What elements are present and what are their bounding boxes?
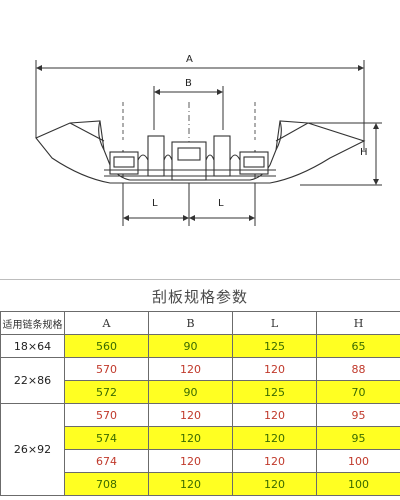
value-A: 572 <box>64 380 149 404</box>
value-L: 120 <box>232 403 317 427</box>
table-row: 18×64 560 90 125 65 <box>0 334 400 358</box>
header-A: A <box>64 311 149 335</box>
value-A: 560 <box>64 334 149 358</box>
chain-spec-cell: 22×86 <box>0 357 65 404</box>
value-L: 120 <box>232 426 317 450</box>
value-L: 120 <box>232 449 317 473</box>
dim-label-A: A <box>186 54 193 65</box>
value-L: 120 <box>232 357 317 381</box>
scraper-technical-drawing: A B H L L <box>35 54 382 226</box>
table-row: 708 120 120 100 <box>1 472 400 496</box>
table-row: 22×86 570 120 120 88 <box>0 357 400 404</box>
value-A: 570 <box>64 357 149 381</box>
value-H: 100 <box>316 449 400 473</box>
dim-label-B: B <box>185 78 192 89</box>
chain-spec-cell: 26×92 <box>0 403 65 496</box>
header-B: B <box>148 311 233 335</box>
value-B: 90 <box>148 380 233 404</box>
value-H: 65 <box>316 334 400 358</box>
value-B: 120 <box>148 472 233 496</box>
value-L: 125 <box>232 334 317 358</box>
table-title: 刮板规格参数 <box>151 288 248 306</box>
value-A: 570 <box>64 403 149 427</box>
dim-label-L-left: L <box>152 198 158 209</box>
table-header-row: 适用链条规格 A B L H <box>0 311 400 335</box>
table-row: 26×92 570 120 120 95 <box>0 403 400 496</box>
value-A: 708 <box>64 472 149 496</box>
value-L: 125 <box>232 380 317 404</box>
value-A: 574 <box>64 426 149 450</box>
value-B: 120 <box>148 357 233 381</box>
spec-table: 适用链条规格 A B L H 18×64 560 90 125 65 22×86… <box>0 311 400 496</box>
table-row: 674 120 120 100 <box>1 449 400 473</box>
header-chain-spec: 适用链条规格 <box>0 311 65 335</box>
value-B: 90 <box>148 334 233 358</box>
value-L: 120 <box>232 472 317 496</box>
value-B: 120 <box>148 449 233 473</box>
value-B: 120 <box>148 403 233 427</box>
value-H: 70 <box>316 380 400 404</box>
value-B: 120 <box>148 426 233 450</box>
value-H: 95 <box>316 403 400 427</box>
table-row: 572 90 125 70 <box>1 380 400 404</box>
header-L: L <box>232 311 317 335</box>
chain-spec-cell: 18×64 <box>0 334 65 358</box>
value-H: 88 <box>316 357 400 381</box>
dim-label-L-right: L <box>218 198 224 209</box>
value-H: 100 <box>316 472 400 496</box>
header-H: H <box>316 311 400 335</box>
dim-label-H: H <box>360 147 368 158</box>
value-A: 674 <box>64 449 149 473</box>
section-divider <box>0 279 400 280</box>
value-H: 95 <box>316 426 400 450</box>
